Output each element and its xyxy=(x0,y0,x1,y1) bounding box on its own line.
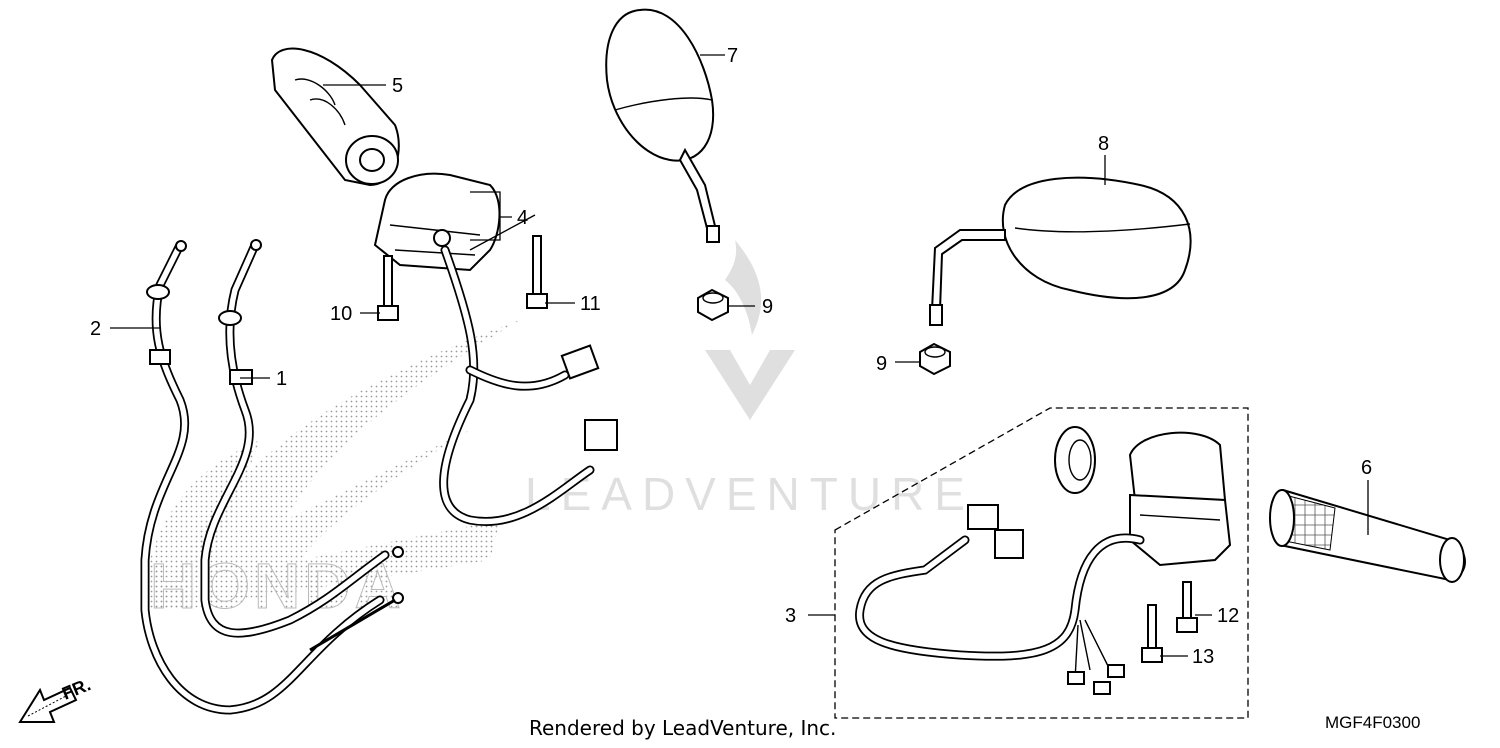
bolt-10 xyxy=(377,255,399,321)
throttle-cable-1 xyxy=(200,239,404,638)
diagram-code: MGF4F0300 xyxy=(1325,713,1421,732)
front-direction-arrow xyxy=(18,686,78,723)
callout-labels: 5 7 8 4 2 1 11 10 9 9 6 3 12 13 xyxy=(90,45,1372,668)
callout-1: 1 xyxy=(276,368,287,390)
honda-logo-text: HONDA xyxy=(150,550,405,622)
throttle-grip-5 xyxy=(270,47,400,187)
screw-12 xyxy=(1176,581,1198,633)
nut-9-left xyxy=(697,288,729,322)
nut-9-right xyxy=(919,342,951,376)
leader-lines xyxy=(110,54,1369,657)
render-credit: Rendered by LeadVenture, Inc. xyxy=(529,716,837,740)
callout-3: 3 xyxy=(785,605,796,627)
watermark-text: LEADVENTURE xyxy=(525,468,975,520)
callout-4: 4 xyxy=(517,207,528,229)
callout-6: 6 xyxy=(1361,457,1372,479)
right-switch-harness xyxy=(855,504,1145,695)
left-switch-harness xyxy=(439,245,618,526)
callout-7: 7 xyxy=(727,45,738,67)
mirror-8 xyxy=(929,176,1192,326)
switch-housing-4 xyxy=(373,172,501,272)
callout-11: 11 xyxy=(580,293,601,315)
bolt-11 xyxy=(526,235,548,309)
callout-10: 10 xyxy=(330,303,352,325)
screw-13 xyxy=(1141,604,1163,663)
leadventure-watermark: LEADVENTURE xyxy=(525,240,975,520)
assembly-box-3 xyxy=(834,407,1249,719)
mirror-7 xyxy=(605,8,720,243)
honda-wing-logo: HONDA xyxy=(140,320,520,623)
callout-5: 5 xyxy=(392,75,403,97)
switch-housing-3 xyxy=(1128,431,1232,567)
throttle-cable-2 xyxy=(140,240,404,715)
callout-8: 8 xyxy=(1098,133,1109,155)
callout-12: 12 xyxy=(1217,605,1239,627)
callout-9-right: 9 xyxy=(876,353,887,375)
grommet xyxy=(1054,426,1096,494)
callout-2: 2 xyxy=(90,318,101,340)
callout-9-left: 9 xyxy=(762,296,773,318)
callout-13: 13 xyxy=(1192,646,1214,668)
